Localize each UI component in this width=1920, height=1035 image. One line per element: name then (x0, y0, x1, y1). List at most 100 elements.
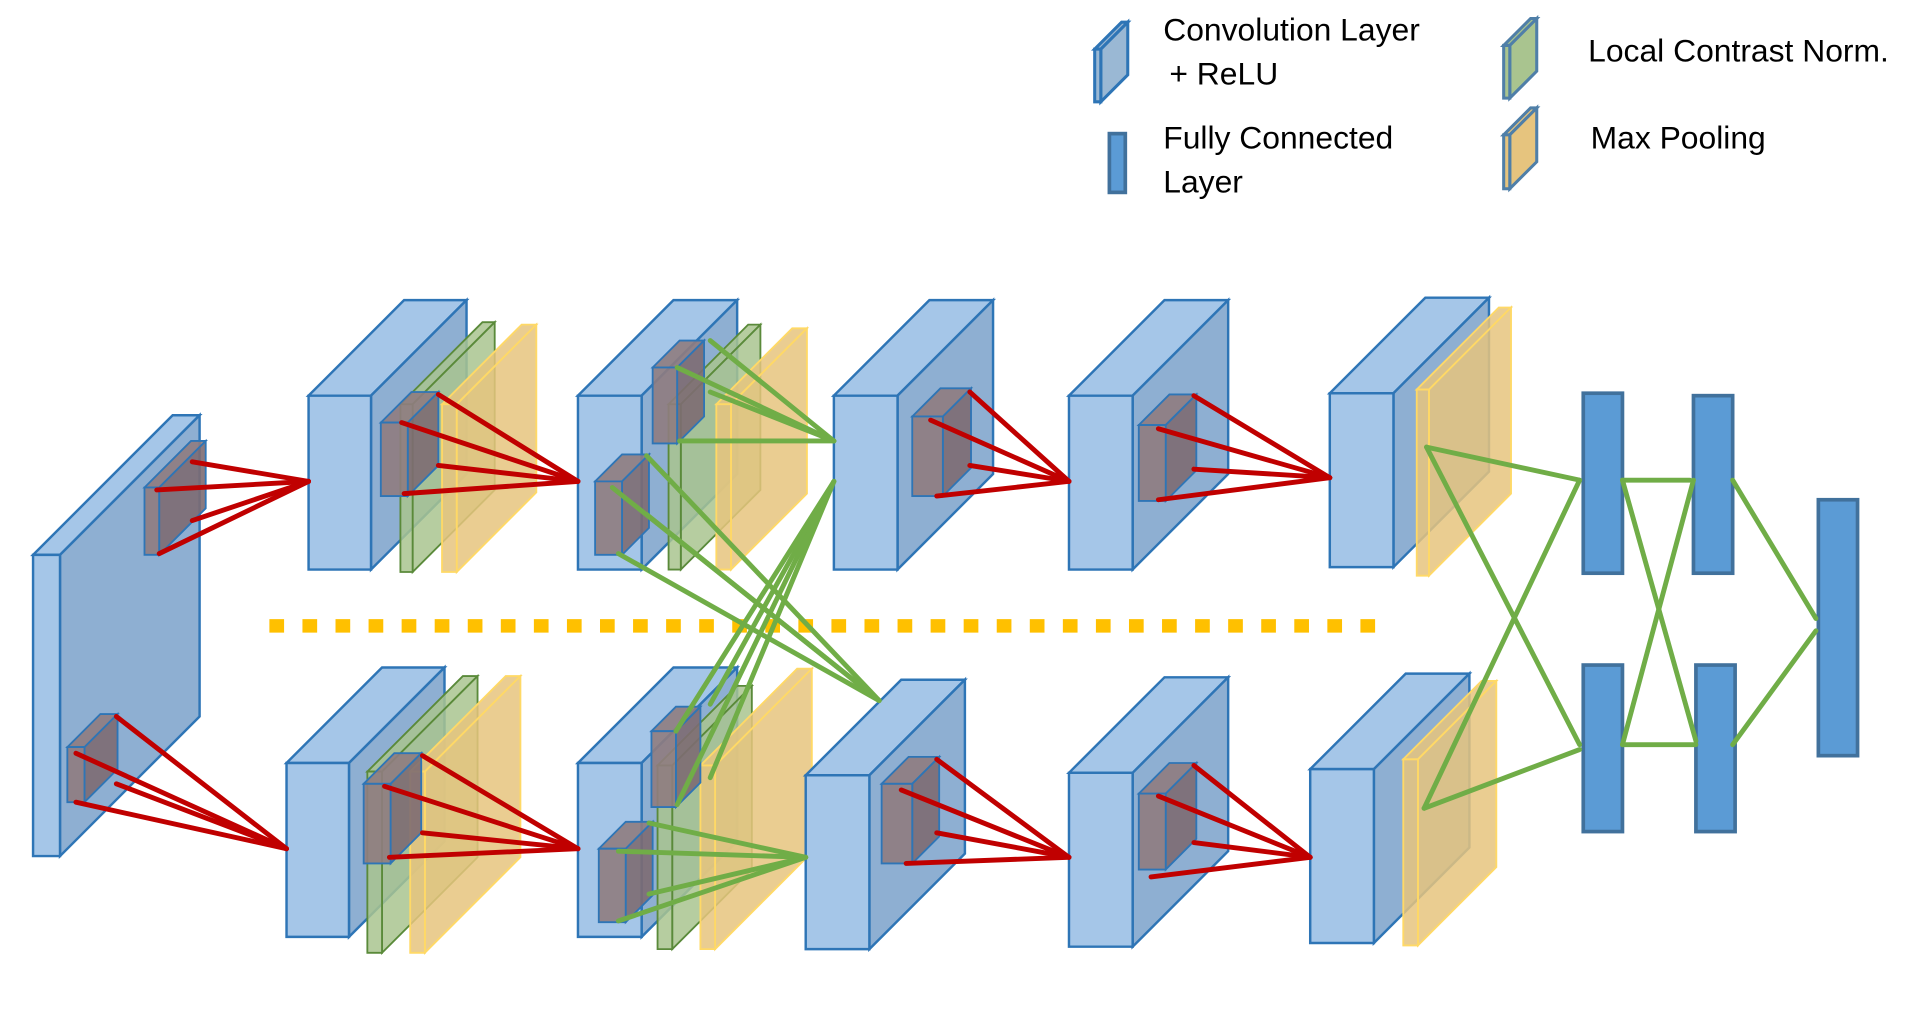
legend-conv-relu-label: + ReLU (1169, 56, 1278, 92)
legend-conv-icon (1090, 18, 1132, 106)
box-front-face (911, 415, 944, 497)
red-connection (967, 389, 1072, 484)
kernel-cube (879, 754, 942, 866)
box-front-face (379, 421, 409, 497)
red-connection (903, 854, 1072, 866)
box-front-face (285, 761, 351, 939)
legend-lcn-icon (1499, 14, 1541, 102)
kernel-cube (592, 452, 652, 558)
red-connection (1155, 426, 1333, 481)
box-front-face (650, 730, 677, 809)
red-connection (113, 781, 289, 852)
green-connection (615, 551, 882, 704)
kernel-cube (1136, 760, 1199, 872)
pool2-top (714, 326, 810, 572)
green-connection (674, 478, 837, 808)
network-layers (30, 294, 1860, 956)
green-connection (1730, 477, 1819, 621)
red-connection (934, 830, 1072, 860)
kernel-cube (1136, 392, 1199, 504)
red-connection (420, 830, 581, 852)
red-connection (420, 753, 581, 852)
green-connection (646, 820, 809, 860)
box-front-face (1502, 133, 1512, 191)
box-side-face (1508, 14, 1539, 102)
output-layer (1816, 497, 1860, 758)
box-front-face (1067, 394, 1134, 571)
fc2-bottom (1694, 663, 1737, 834)
legend-lcn-label: Local Contrast Norm. (1588, 32, 1889, 68)
box-front-face (804, 774, 871, 951)
green-connection (1730, 628, 1819, 748)
box-front-face (362, 782, 392, 865)
green-connection (615, 848, 809, 860)
red-connection (967, 463, 1072, 484)
legend-conv-label: Convolution Layer (1163, 12, 1420, 48)
box-front-face (832, 394, 899, 571)
box-front-face (1137, 424, 1167, 502)
legend-fc-label-2: Layer (1163, 163, 1243, 199)
green-connection (1424, 444, 1583, 483)
box-front-face (1308, 767, 1376, 945)
red-connection (1191, 393, 1333, 481)
box-side-face (1508, 104, 1539, 193)
box-front-face (1093, 47, 1103, 104)
red-connection (1191, 466, 1333, 481)
box-front-face (597, 847, 627, 924)
box-front-face (651, 366, 679, 445)
red-connection (898, 787, 1072, 860)
fc2-top (1691, 393, 1735, 576)
green-connection (644, 453, 882, 704)
box-front-face (880, 782, 914, 865)
legend: Convolution Layer + ReLU Fully Connected… (1090, 12, 1889, 199)
box-front-face (1415, 388, 1430, 577)
kernel-cube (910, 386, 974, 499)
box-front-face (715, 403, 732, 571)
red-connection (1148, 854, 1313, 880)
red-connection (928, 417, 1072, 484)
red-connection (435, 463, 581, 484)
green-connection (646, 854, 809, 897)
red-connection (399, 420, 581, 484)
kernel-cube (596, 819, 655, 925)
box-front-face (699, 764, 717, 951)
green-connection (615, 854, 809, 924)
legend-fc-label: Fully Connected (1163, 119, 1393, 155)
box-front-face (143, 486, 161, 556)
kernel-cube (361, 750, 424, 866)
box-front-face (1402, 758, 1419, 947)
box-front-face (1137, 792, 1167, 871)
fc1-bottom (1581, 663, 1625, 834)
red-connection (382, 783, 581, 852)
box-side-face (1099, 18, 1130, 106)
red-connection (435, 391, 581, 484)
red-connection (1191, 840, 1313, 860)
legend-fc-icon (1107, 131, 1128, 195)
red-connection (934, 478, 1072, 499)
red-connection (386, 846, 581, 860)
red-connection (156, 478, 312, 557)
legend-pool-icon (1499, 104, 1541, 193)
red-connection (1155, 793, 1313, 860)
kernel-cube (649, 704, 703, 810)
red-connection (401, 478, 581, 497)
pool5-top (1414, 305, 1514, 578)
box-front-face (1328, 391, 1395, 569)
box-front-face (31, 553, 62, 858)
green-connection (1421, 747, 1583, 811)
red-connection (113, 714, 289, 852)
green-connection (1424, 444, 1583, 748)
box-front-face (1067, 771, 1134, 948)
connections (73, 338, 1819, 924)
kernel-cube (378, 389, 441, 499)
red-connection (1191, 763, 1313, 860)
kernel-cube (650, 338, 707, 446)
red-connection (154, 478, 312, 493)
green-connection (707, 389, 837, 444)
pool1-top (439, 322, 539, 575)
red-connection (73, 799, 289, 852)
red-connection (934, 756, 1072, 860)
box-front-face (1502, 43, 1512, 100)
red-connection (189, 478, 312, 524)
